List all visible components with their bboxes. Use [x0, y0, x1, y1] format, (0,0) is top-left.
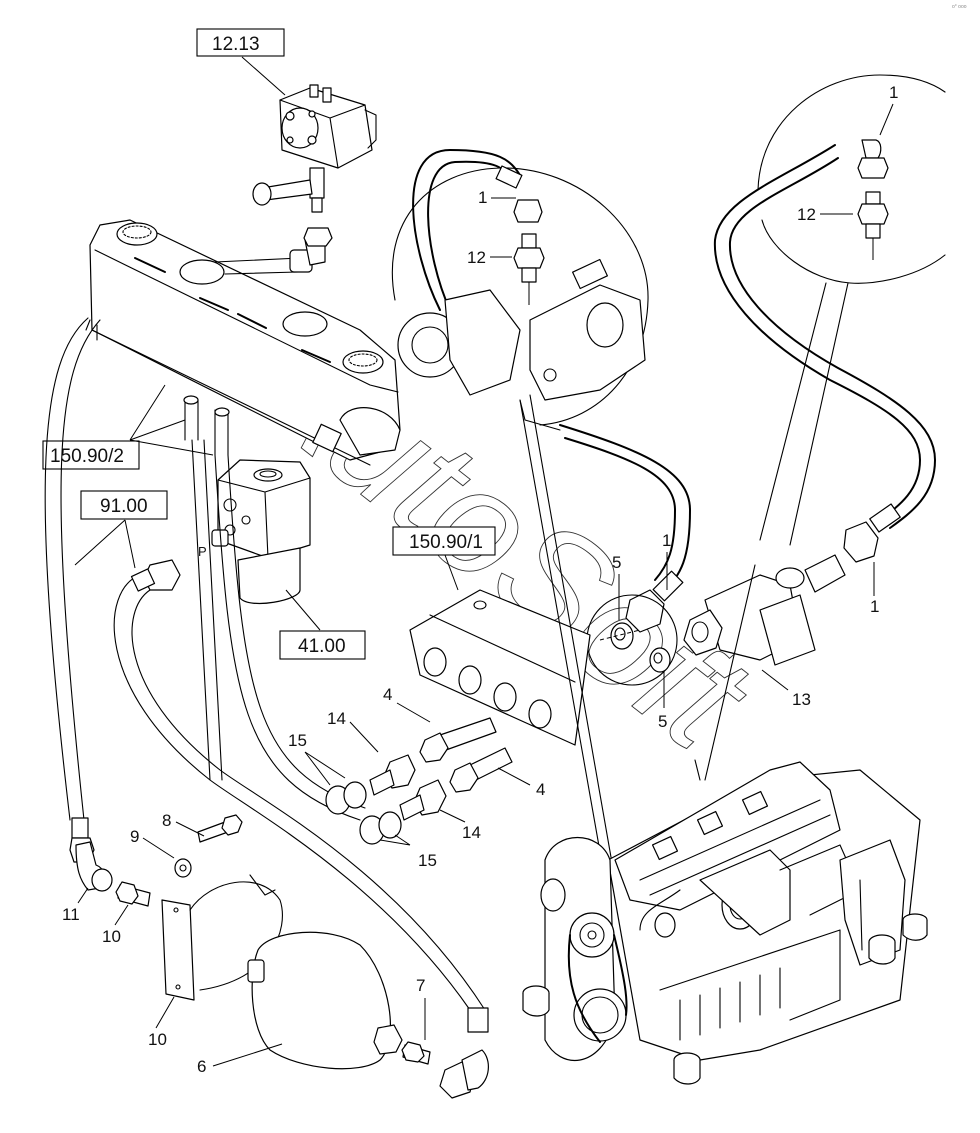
callout-13[interactable]: 13 — [792, 690, 811, 709]
fittings-group: 4 4 14 14 15 15 — [288, 685, 545, 870]
callout-14-top[interactable]: 14 — [327, 709, 346, 728]
callout-10-right[interactable]: 7 — [416, 976, 425, 995]
ref-box-41-00[interactable] — [279, 630, 366, 660]
callout-4-top[interactable]: 4 — [383, 685, 392, 704]
hose-item-1: 1 1 — [559, 144, 936, 633]
callout-9[interactable]: 9 — [130, 827, 139, 846]
callout-1-hose-a[interactable]: 1 — [662, 531, 671, 550]
callout-1-hose-b[interactable]: 1 — [870, 597, 879, 616]
callout-11[interactable]: 11 — [62, 905, 80, 924]
callout-4-bottom[interactable]: 4 — [536, 780, 545, 799]
callout-6[interactable]: 6 — [197, 1057, 206, 1076]
port-label-p: P — [198, 544, 207, 559]
manifold-block: 150.90/1 — [392, 526, 591, 746]
corner-mark: o° ooo — [952, 4, 967, 10]
ref-label-41-00[interactable]: 41.00 — [298, 636, 346, 657]
callout-15-bottom[interactable]: 15 — [418, 851, 437, 870]
ref-box-150-90-2[interactable] — [42, 440, 140, 470]
detail-view-right: 1 12 — [757, 74, 946, 546]
accumulator-group: 8 9 11 10 10 6 7 — [62, 811, 489, 1099]
ref-box-12-13[interactable] — [196, 28, 285, 57]
ref-box-91-00[interactable] — [80, 490, 168, 520]
ref-label-150-90-1[interactable]: 150.90/1 — [409, 532, 483, 553]
engine-mount — [522, 913, 928, 1085]
engine-assembly — [519, 394, 928, 1085]
callout-5-top[interactable]: 5 — [612, 553, 621, 572]
valve-13: 13 — [683, 554, 846, 709]
callout-12-detail-right[interactable]: 12 — [797, 205, 816, 224]
pump-assembly: 12.13 — [196, 28, 377, 213]
callout-14-bottom[interactable]: 14 — [462, 823, 481, 842]
callout-12-detail-left[interactable]: 12 — [467, 248, 486, 267]
callout-1-detail-right[interactable]: 1 — [889, 83, 898, 102]
reservoir-tank — [85, 219, 401, 466]
detail-view-left: 1 12 — [391, 149, 649, 431]
callout-8[interactable]: 8 — [162, 811, 171, 830]
hose-references: 150.90/2 91.00 — [42, 317, 486, 1011]
callout-7[interactable]: 10 — [148, 1030, 167, 1049]
callout-5-bottom[interactable]: 5 — [658, 712, 667, 731]
callout-10-left[interactable]: 10 — [102, 927, 121, 946]
ref-label-91-00[interactable]: 91.00 — [100, 496, 148, 517]
callout-15-top[interactable]: 15 — [288, 731, 307, 750]
ref-label-12-13[interactable]: 12.13 — [212, 34, 260, 55]
callout-1-detail-left[interactable]: 1 — [478, 188, 487, 207]
seal-washers: 5 5 — [586, 553, 678, 731]
ref-label-150-90-2[interactable]: 150.90/2 — [50, 446, 124, 467]
priority-valve: P 41.00 — [183, 395, 366, 660]
ref-box-150-90-1[interactable] — [392, 526, 496, 556]
